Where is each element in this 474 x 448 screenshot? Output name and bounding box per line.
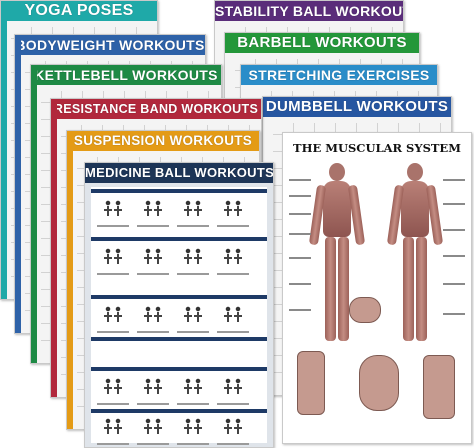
exercise-row xyxy=(95,197,263,229)
medicine-ball-poster: MEDICINE BALL WORKOUTS xyxy=(84,162,274,448)
hand-detail xyxy=(423,355,455,419)
poster-title: BARBELL WORKOUTS xyxy=(225,33,419,53)
exercise-figure-icon xyxy=(223,305,243,325)
poster-title: KETTLEBELL WORKOUTS xyxy=(31,65,221,85)
section-divider xyxy=(91,337,267,341)
pelvis-detail xyxy=(349,297,381,323)
poster-edge xyxy=(67,131,73,429)
exercise-row xyxy=(95,303,263,335)
section-divider xyxy=(91,189,267,193)
exercise-figure-icon xyxy=(183,199,203,219)
poster-title: THE MUSCULAR SYSTEM xyxy=(293,141,461,155)
exercise-figure-icon xyxy=(143,377,163,397)
poster-edge xyxy=(51,99,57,397)
poster-edge xyxy=(31,65,37,363)
exercise-figure-icon xyxy=(223,377,243,397)
exercise-row xyxy=(95,245,263,277)
poster-title: MEDICINE BALL WORKOUTS xyxy=(85,163,273,183)
section-divider xyxy=(91,409,267,413)
section-divider xyxy=(91,237,267,241)
exercise-figure-icon xyxy=(143,247,163,267)
exercise-figure-icon xyxy=(103,305,123,325)
head-detail xyxy=(359,355,399,411)
section-divider xyxy=(91,295,267,299)
muscle-figure-back xyxy=(308,163,366,343)
exercise-figure-icon xyxy=(143,305,163,325)
exercise-figure-icon xyxy=(103,247,123,267)
exercise-figure-icon xyxy=(143,417,163,437)
exercise-figure-icon xyxy=(183,417,203,437)
exercise-figure-icon xyxy=(183,377,203,397)
foot-detail xyxy=(297,351,325,415)
poster-edge xyxy=(15,35,21,333)
muscle-figure-front xyxy=(386,163,444,343)
exercise-figure-icon xyxy=(143,199,163,219)
muscular-system-poster: THE MUSCULAR SYSTEM xyxy=(282,132,472,444)
poster-title: YOGA POSES xyxy=(1,1,157,21)
exercise-figure-icon xyxy=(223,247,243,267)
exercise-figure-icon xyxy=(103,199,123,219)
exercise-row xyxy=(95,375,263,407)
section-divider xyxy=(91,367,267,371)
poster-title: STRETCHING EXERCISES xyxy=(241,65,437,85)
exercise-figure-icon xyxy=(183,247,203,267)
poster-title: STABILITY BALL WORKOUTS xyxy=(215,1,404,21)
poster-title: SUSPENSION WORKOUTS xyxy=(67,131,259,151)
exercise-figure-icon xyxy=(223,199,243,219)
poster-title: BODYWEIGHT WORKOUTS xyxy=(15,35,205,55)
exercise-figure-icon xyxy=(103,377,123,397)
poster-title: DUMBBELL WORKOUTS xyxy=(263,97,451,117)
exercise-figure-icon xyxy=(183,305,203,325)
exercise-figure-icon xyxy=(103,417,123,437)
exercise-figure-icon xyxy=(223,417,243,437)
exercise-row xyxy=(95,415,263,447)
poster-edge xyxy=(1,1,7,299)
poster-title: RESISTANCE BAND WORKOUTS xyxy=(51,99,261,119)
